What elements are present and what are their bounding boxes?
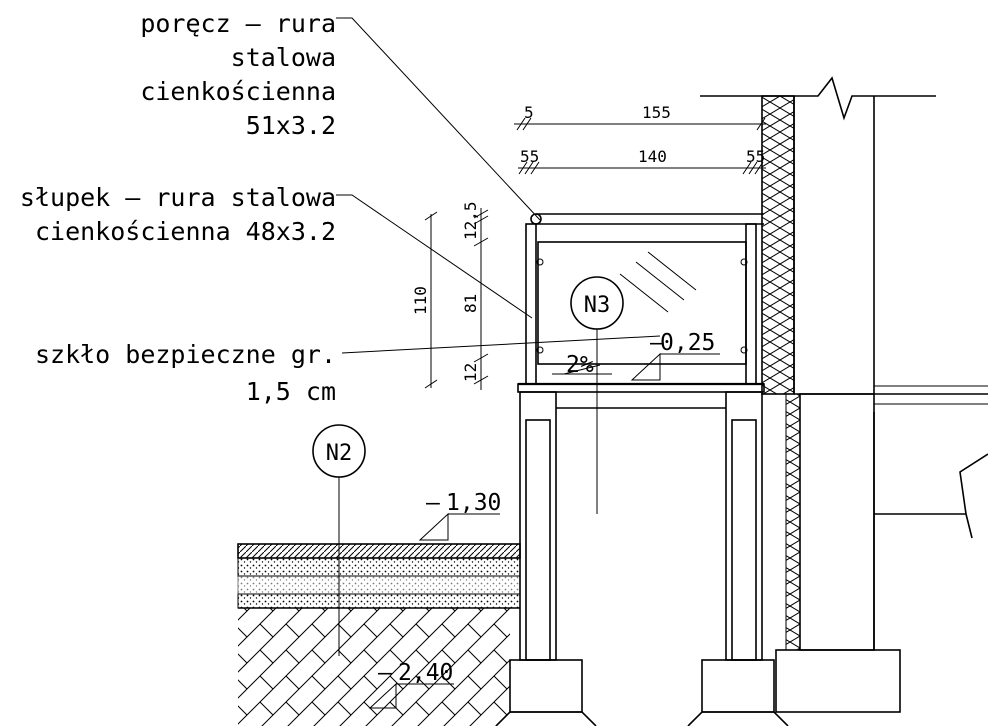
svg-text:81: 81 [461, 294, 480, 313]
dimension-vertical: 110 12,5 81 12 [411, 201, 489, 390]
svg-text:cienkościenna: cienkościenna [140, 77, 336, 106]
detail-tag-n3: N3 [570, 276, 624, 514]
foundations [495, 659, 789, 726]
detail-tag-n2: N2 [312, 424, 366, 656]
svg-text:140: 140 [638, 147, 667, 166]
level-mark-ground: – 1,30 [418, 490, 501, 541]
level-mark-slab: 0,25 – [630, 330, 720, 381]
ground-layers [237, 543, 521, 726]
handrail-leader [336, 17, 541, 221]
dimension-row-second: 55 140 55 [518, 147, 766, 175]
svg-text:N2: N2 [326, 441, 353, 466]
glass-label: szkło bezpieczne gr. 1,5 cm [35, 340, 336, 406]
svg-text:cienkościenna 48x3.2: cienkościenna 48x3.2 [35, 217, 336, 246]
svg-text:–: – [650, 330, 664, 356]
svg-text:51x3.2: 51x3.2 [246, 111, 336, 140]
columns [519, 391, 763, 661]
svg-text:1,30: 1,30 [446, 490, 501, 516]
dimension-row-top: 5 155 [514, 103, 766, 131]
svg-text:2,40: 2,40 [398, 660, 453, 686]
level-mark-foundation: – 2,40 [368, 660, 454, 709]
svg-text:–: – [426, 490, 440, 516]
railing [525, 213, 764, 385]
svg-text:55: 55 [520, 147, 539, 166]
svg-text:0,25: 0,25 [660, 330, 715, 356]
post-label: słupek – rura stalowa cienkościenna 48x3… [20, 183, 336, 246]
svg-text:stalowa: stalowa [231, 43, 336, 72]
svg-text:N3: N3 [584, 293, 611, 318]
svg-text:2%: 2% [566, 352, 594, 378]
glass-leader [341, 335, 661, 354]
svg-text:55: 55 [746, 147, 765, 166]
svg-text:110: 110 [411, 286, 430, 315]
svg-text:12: 12 [461, 363, 480, 382]
svg-text:poręcz – rura: poręcz – rura [140, 9, 336, 38]
balcony-slab [517, 383, 765, 393]
svg-text:155: 155 [642, 103, 671, 122]
building-wall [700, 76, 988, 713]
svg-text:słupek – rura stalowa: słupek – rura stalowa [20, 183, 336, 212]
svg-text:szkło bezpieczne gr.: szkło bezpieczne gr. [35, 340, 336, 369]
slope-arrow [552, 364, 612, 375]
svg-text:12,5: 12,5 [461, 201, 480, 240]
svg-text:1,5 cm: 1,5 cm [246, 377, 336, 406]
svg-text:–: – [378, 660, 392, 686]
post-leader [336, 194, 533, 319]
svg-text:5: 5 [524, 103, 534, 122]
handrail-label: poręcz – rura stalowa cienkościenna 51x3… [140, 9, 336, 140]
